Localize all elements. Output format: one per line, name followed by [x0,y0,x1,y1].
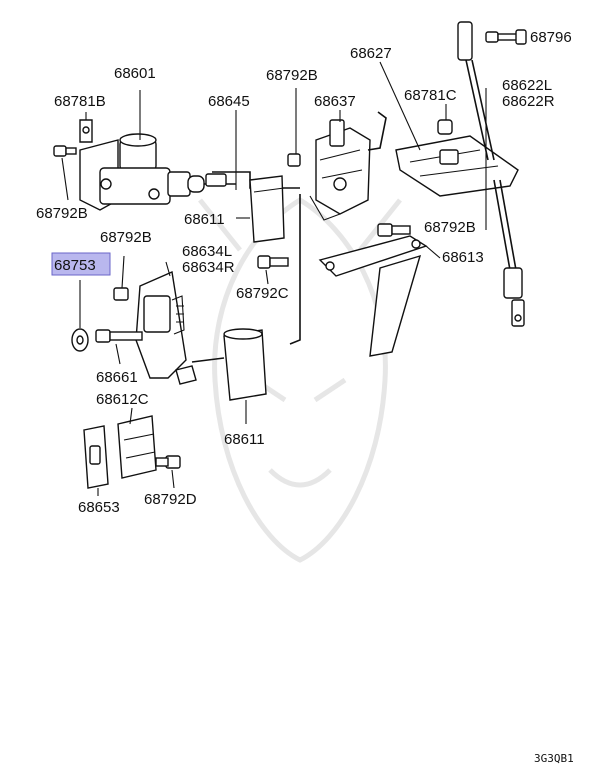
label-68792B-left[interactable]: 68792B [36,205,88,222]
label-68612C[interactable]: 68612C [96,391,149,408]
label-68634L[interactable]: 68634L [182,243,232,260]
part-68612C-bracket [117,407,157,479]
part-68601-actuator [79,90,236,211]
label-68781C[interactable]: 68781C [404,87,457,104]
highlight-box-68753 [51,252,111,276]
part-68792D-bolt [155,455,181,489]
label-68753[interactable]: 68753 [54,257,96,274]
label-68645[interactable]: 68645 [208,93,250,110]
part-68661-pin [95,329,143,365]
part-68611-upper-boot [236,175,285,243]
label-68622L[interactable]: 68622L [502,77,552,94]
part-68792B-bolt-left [53,145,77,201]
label-68653[interactable]: 68653 [78,499,120,516]
label-68611-upper[interactable]: 68611 [184,211,225,228]
part-68611-lower-boot [191,194,301,424]
part-68634-lock-unit [135,261,197,385]
label-68792B-top[interactable]: 68792B [266,67,318,84]
part-68622-cable [457,21,525,327]
part-68792B-bolt-top [287,88,301,167]
label-68627[interactable]: 68627 [350,45,392,62]
label-68792C[interactable]: 68792C [236,285,289,302]
label-68634R[interactable]: 68634R [182,259,235,276]
part-68637-lock [309,110,387,221]
label-68601[interactable]: 68601 [114,65,156,82]
label-68637[interactable]: 68637 [314,93,356,110]
label-68781B[interactable]: 68781B [54,93,106,110]
part-68792B-bolt-mid [113,255,129,301]
label-68792B-right[interactable]: 68792B [424,219,476,236]
part-68796-bolt [485,29,527,45]
label-68613[interactable]: 68613 [442,249,484,266]
label-68792D[interactable]: 68792D [144,491,197,508]
label-68796[interactable]: 68796 [530,29,572,46]
label-68792B-mid[interactable]: 68792B [100,229,152,246]
part-68781B-bracket [79,112,93,143]
part-68627-latch [379,61,519,197]
part-68792C-bolt [257,255,289,285]
part-68792B-bolt-right [377,223,411,237]
label-68661[interactable]: 68661 [96,369,138,386]
part-68781C-clip [437,104,453,135]
label-68622R[interactable]: 68622R [502,93,555,110]
part-68653-plate [83,425,109,496]
part-68613-bracket [318,235,441,357]
label-68611-lower[interactable]: 68611 [224,431,265,448]
part-68753-washer [71,280,89,352]
diagram-code: 3G3QB1 [534,752,574,765]
